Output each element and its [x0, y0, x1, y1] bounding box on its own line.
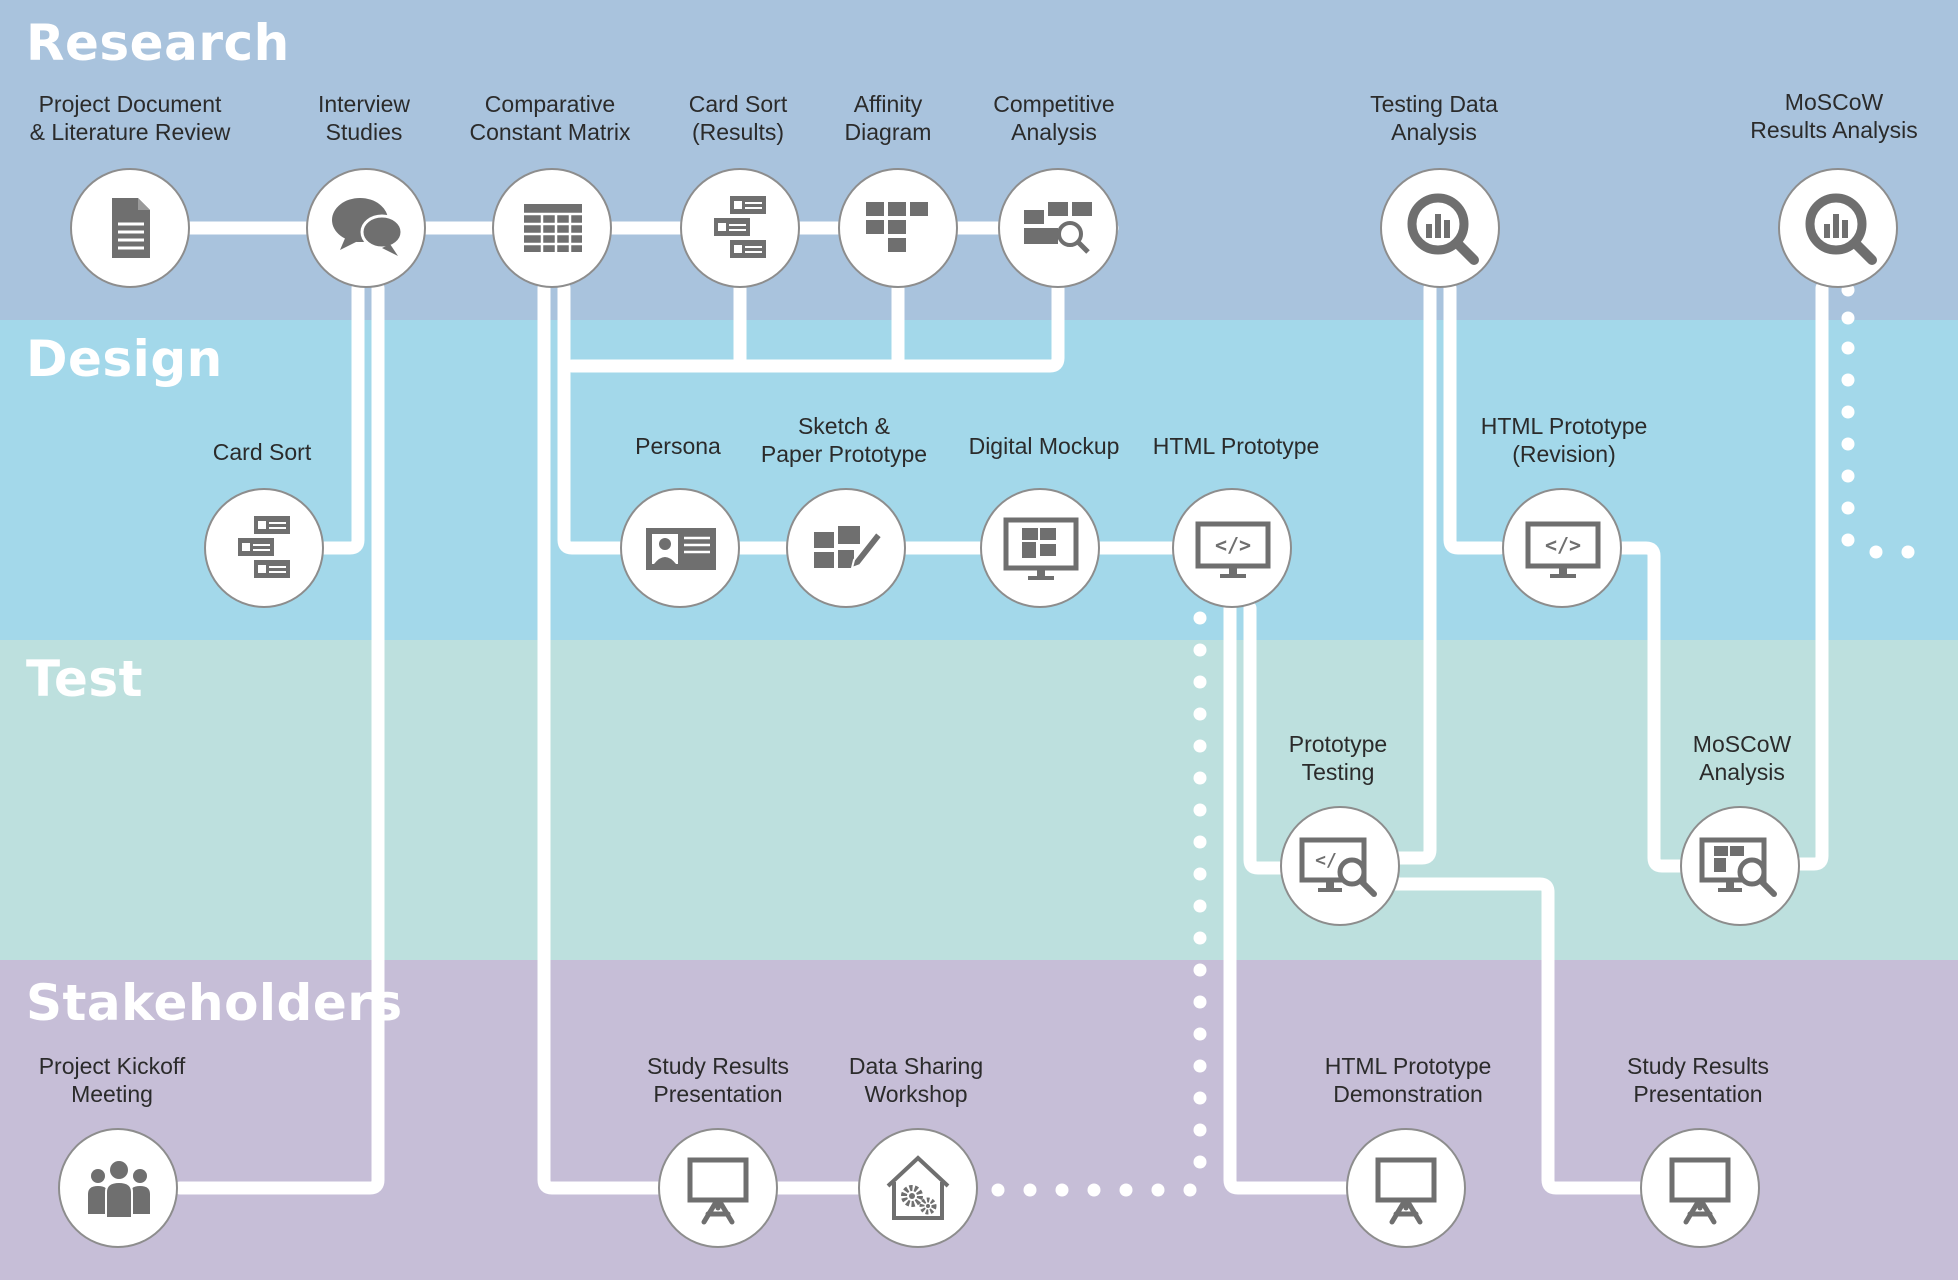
- affinity-grid-icon: [838, 168, 958, 288]
- node-label-competitive-analysis: Competitive Analysis: [993, 91, 1115, 145]
- monitor-code-icon: </>: [1172, 488, 1292, 608]
- house-gears-icon: [858, 1128, 978, 1248]
- node-label-project-kickoff-meeting: Project Kickoff Meeting: [38, 1053, 186, 1107]
- node-label-card-sort: Card Sort: [212, 439, 312, 465]
- node-label-affinity-diagram: Affinity Diagram: [844, 91, 932, 145]
- easel-icon: [658, 1128, 778, 1248]
- chart-magnifier-icon: [1778, 168, 1898, 288]
- svg-text:</>: </>: [1215, 533, 1251, 557]
- lane-title-design: Design: [26, 330, 223, 388]
- node-label-card-sort-results: Card Sort (Results): [688, 91, 788, 145]
- blocks-magnifier-icon: [998, 168, 1118, 288]
- node-label-html-prototype: HTML Prototype: [1152, 433, 1320, 459]
- monitor-code-magnifier-icon: </: [1280, 806, 1400, 926]
- lane-design: Design: [0, 320, 1958, 640]
- node-label-testing-data-analysis: Testing Data Analysis: [1370, 91, 1498, 145]
- node-label-persona: Persona: [635, 433, 721, 459]
- node-label-data-sharing-workshop: Data Sharing Workshop: [848, 1053, 984, 1107]
- node-label-prototype-testing: Prototype Testing: [1288, 731, 1388, 785]
- lane-stakeholders: Stakeholders: [0, 960, 1958, 1280]
- lane-title-stakeholders: Stakeholders: [26, 974, 403, 1032]
- node-label-digital-mockup: Digital Mockup: [968, 433, 1120, 459]
- lane-title-test: Test: [26, 650, 144, 708]
- lane-title-research: Research: [26, 14, 290, 72]
- people-group-icon: [58, 1128, 178, 1248]
- monitor-blocks-magnifier-icon: [1680, 806, 1800, 926]
- lane-test: Test: [0, 640, 1958, 960]
- node-label-interview-studies: Interview Studies: [317, 91, 411, 145]
- document-icon: [70, 168, 190, 288]
- table-icon: [492, 168, 612, 288]
- easel-icon: [1346, 1128, 1466, 1248]
- node-label-sketch-paper-prototype: Sketch & Paper Prototype: [760, 413, 928, 467]
- speech-bubbles-icon: [306, 168, 426, 288]
- node-label-html-prototype-demonstration: HTML Prototype Demonstration: [1324, 1053, 1492, 1107]
- node-label-moscow-results-analysis: MoSCoW Results Analysis: [1750, 89, 1918, 143]
- id-card-icon: [620, 488, 740, 608]
- card-sort-icon: [204, 488, 324, 608]
- chart-magnifier-icon: [1380, 168, 1500, 288]
- node-label-project-document: Project Document & Literature Review: [29, 91, 231, 145]
- monitor-code-icon: </>: [1502, 488, 1622, 608]
- node-label-html-prototype-revision: HTML Prototype (Revision): [1480, 413, 1648, 467]
- node-label-study-results-presentation-1: Study Results Presentation: [647, 1053, 789, 1107]
- monitor-blocks-icon: [980, 488, 1100, 608]
- svg-text:</>: </>: [1545, 533, 1581, 557]
- node-label-moscow-analysis: MoSCoW Analysis: [1692, 731, 1792, 785]
- easel-icon: [1640, 1128, 1760, 1248]
- svg-text:</: </: [1315, 850, 1337, 871]
- sketch-pencil-icon: [786, 488, 906, 608]
- card-sort-icon: [680, 168, 800, 288]
- node-label-study-results-presentation-2: Study Results Presentation: [1627, 1053, 1769, 1107]
- node-label-comparative-matrix: Comparative Constant Matrix: [469, 91, 631, 145]
